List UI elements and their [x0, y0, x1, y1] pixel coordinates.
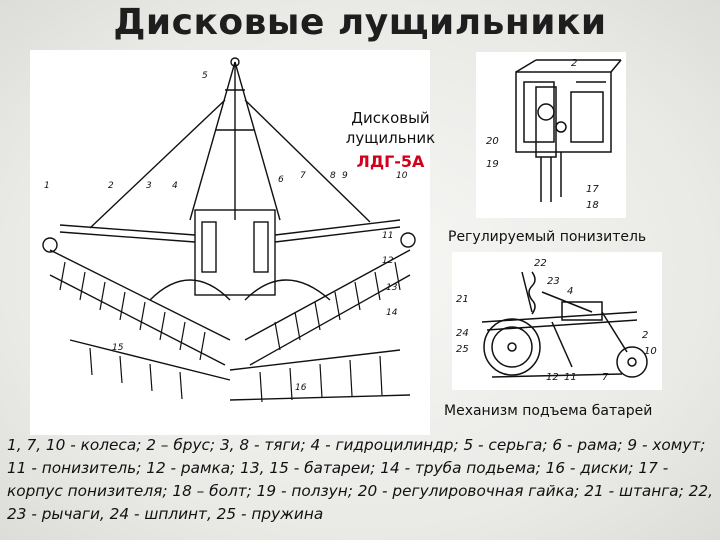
main-callout: 4 [172, 181, 178, 191]
lift-callout: 7 [602, 372, 609, 383]
disc-harrow-drawing: 5 1 2 3 4 6 7 8 9 10 11 12 13 14 15 16 [42, 57, 416, 403]
lift-callout: 22 [534, 258, 547, 269]
main-callout: 7 [300, 171, 306, 181]
lift-drawing-panel: 22 21 23 4 24 25 2 10 12 11 7 [452, 252, 662, 390]
main-callout: 9 [342, 171, 348, 181]
main-callout: 11 [382, 231, 393, 241]
main-callout: 14 [386, 308, 398, 318]
lift-callout: 11 [564, 372, 577, 383]
main-callout: 12 [382, 256, 394, 266]
caption-line-2: лущильник [345, 129, 436, 147]
main-callout: 8 [330, 171, 336, 181]
model-name: ЛДГ-5А [356, 152, 425, 171]
main-callout: 10 [396, 171, 408, 181]
main-callout: 3 [146, 181, 152, 191]
main-callout: 16 [295, 383, 307, 393]
main-callout: 1 [44, 181, 50, 191]
lowerer-drawing: 2 20 19 17 18 [486, 58, 622, 211]
lowerer-callout: 2 [571, 58, 577, 69]
lift-callout: 24 [456, 328, 469, 339]
main-callout: 15 [112, 343, 124, 353]
slide-title: Дисковые лущильники [113, 2, 607, 43]
lift-callout: 10 [644, 346, 657, 357]
lift-callout: 4 [567, 286, 573, 297]
main-callout: 2 [108, 181, 114, 191]
lift-mechanism-drawing: 22 21 23 4 24 25 2 10 12 11 7 [456, 258, 657, 383]
lowerer-callout: 18 [586, 200, 599, 211]
lift-callout: 25 [456, 344, 469, 355]
lift-callout: 21 [456, 294, 469, 305]
caption-line-1: Дисковый [351, 109, 430, 127]
parts-legend: 1, 7, 10 - колеса; 2 – брус; 3, 8 - тяги… [7, 436, 714, 523]
main-callout: 5 [202, 71, 208, 81]
lift-callout: 12 [546, 372, 559, 383]
lowerer-callout: 19 [486, 159, 499, 170]
lowerer-callout: 17 [586, 184, 599, 195]
main-drawing-panel: 5 1 2 3 4 6 7 8 9 10 11 12 13 14 15 16 Д… [30, 50, 435, 435]
lowerer-callout: 20 [486, 136, 499, 147]
main-callout: 13 [386, 283, 398, 293]
model-caption: Дисковый лущильник ЛДГ-5А [338, 108, 443, 172]
lift-figure-label: Механизм подъема батарей [444, 403, 653, 419]
lowerer-drawing-panel: 2 20 19 17 18 [476, 52, 626, 218]
lift-callout: 23 [547, 276, 560, 287]
main-callout: 6 [278, 175, 284, 185]
lift-callout: 2 [642, 330, 648, 341]
lowerer-figure-label: Регулируемый понизитель [448, 229, 647, 245]
